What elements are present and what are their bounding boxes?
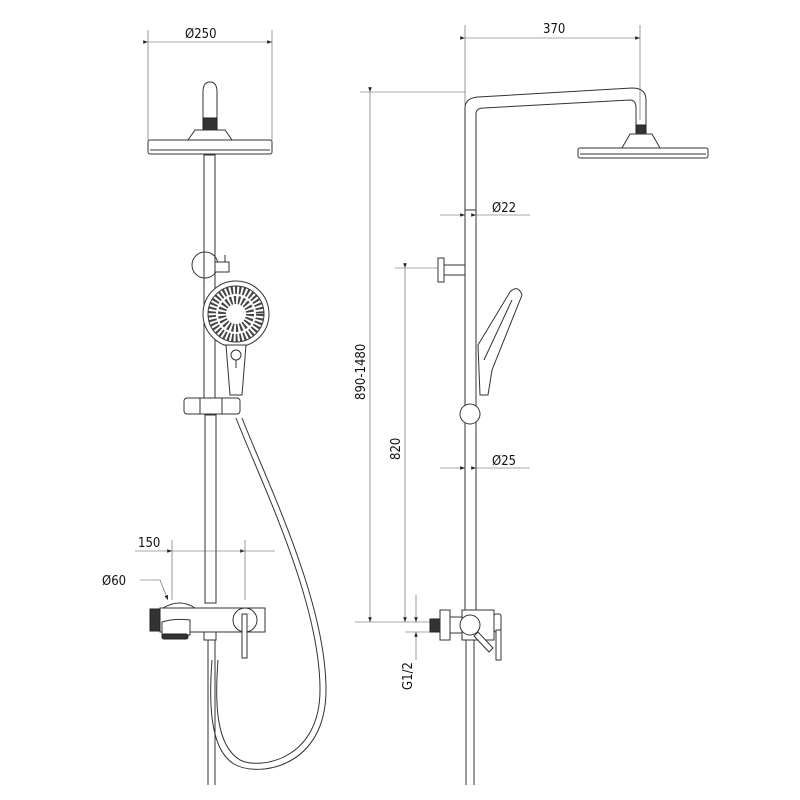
lower-rail <box>204 414 217 604</box>
dim-arm-reach: 370 <box>460 22 641 120</box>
inlet-thread-label: G1/2 <box>401 662 416 690</box>
diverter-offset-label: 150 <box>138 536 160 551</box>
diverter-diameter-label: Ø60 <box>102 574 126 589</box>
side-arm <box>464 87 647 210</box>
height-range-label: 890-1480 <box>354 344 369 400</box>
upper-pipe-diameter-label: Ø22 <box>492 201 516 216</box>
dim-diverter-offset: 150 <box>135 536 275 600</box>
head-diameter-label: Ø250 <box>185 27 217 42</box>
side-rain-head <box>577 147 709 159</box>
hose <box>216 417 321 764</box>
arm-connector <box>202 117 218 131</box>
mixer-valve-front <box>149 602 266 785</box>
hand-shower-holder <box>183 397 241 415</box>
arm-reach-label: 370 <box>543 22 565 37</box>
front-view: Ø250 <box>102 27 327 785</box>
rain-shower-head <box>147 139 273 155</box>
head-neck <box>187 129 233 141</box>
shower-arm <box>202 81 218 118</box>
dim-height-range: 890-1480 <box>354 87 465 623</box>
side-holder <box>459 403 481 425</box>
dim-holder-height: 820 <box>389 263 438 622</box>
dim-diverter-diameter: Ø60 <box>102 574 169 601</box>
dim-head-diameter: Ø250 <box>143 27 273 140</box>
hand-shower-front <box>202 280 270 396</box>
bracket-knob <box>214 261 230 273</box>
dim-lower-pipe: Ø25 <box>440 454 530 470</box>
dim-inlet-thread: G1/2 <box>401 595 430 690</box>
side-wall-bracket <box>437 257 445 283</box>
side-view: 370 890-1480 820 Ø <box>354 22 709 785</box>
lower-pipe-diameter-label: Ø25 <box>492 454 516 469</box>
hand-shower-side <box>477 288 523 396</box>
dim-upper-pipe: Ø22 <box>440 201 530 217</box>
mixer-valve-side <box>429 609 502 785</box>
holder-height-label: 820 <box>389 438 404 460</box>
